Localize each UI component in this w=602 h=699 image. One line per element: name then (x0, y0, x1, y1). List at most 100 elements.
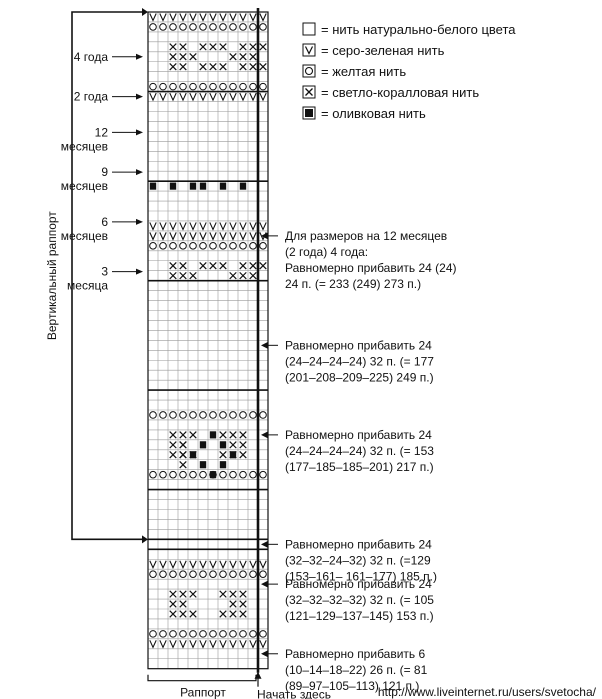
coral-stitch (179, 590, 187, 598)
coral-stitch (169, 600, 177, 608)
yellow-stitch (229, 23, 237, 31)
yellow-stitch (219, 23, 227, 31)
green-stitch (219, 640, 227, 649)
yellow-stitch (149, 570, 157, 578)
coral-stitch (189, 590, 197, 598)
note-line: 24 п. (= 233 (249) 273 п.) (285, 277, 421, 291)
yellow-stitch (199, 630, 207, 638)
green-stitch (159, 232, 167, 241)
yellow-stitch (179, 630, 187, 638)
legend: = нить натурально-белого цвета= серо-зел… (302, 22, 516, 121)
yellow-stitch (179, 82, 187, 91)
yellow-stitch (219, 82, 227, 91)
olive-stitch (219, 461, 227, 469)
coral-stitch (169, 431, 177, 439)
green-stitch (149, 232, 157, 241)
note-line: (201–208–209–225) 249 п.) (285, 370, 434, 384)
green-stitch (169, 640, 177, 649)
green-stitch (199, 222, 207, 231)
green-stitch (149, 13, 157, 22)
coral-stitch (219, 43, 227, 51)
yellow-stitch (239, 470, 247, 479)
coral-stitch (169, 271, 177, 280)
yellow-stitch (229, 82, 237, 91)
coral-stitch (189, 610, 197, 618)
coral-stitch (179, 262, 187, 270)
yellow-stitch (219, 470, 227, 479)
green-stitch (159, 560, 167, 570)
yellow-stitch (159, 242, 167, 250)
coral-stitch (219, 431, 227, 439)
yellow-stitch (239, 411, 247, 419)
coral-stitch (179, 461, 187, 469)
coral-stitch (229, 610, 237, 618)
green-stitch (179, 232, 187, 241)
note-line: Равномерно прибавить 24 (285, 428, 432, 442)
note-line: Равномерно прибавить 24 (24) (285, 261, 457, 275)
note-line: (177–185–185–201) 217 п.) (285, 460, 434, 474)
yellow-stitch (199, 23, 207, 31)
yellow-stitch (259, 242, 267, 250)
coral-stitch (229, 53, 237, 61)
olive-stitch (189, 182, 197, 190)
coral-stitch (239, 600, 247, 608)
brace-arrow-top (142, 8, 148, 16)
green-stitch (249, 640, 257, 649)
yellow-stitch (199, 470, 207, 479)
green-stitch (239, 13, 247, 22)
yellow-stitch (149, 82, 157, 91)
note-line: (32–32–32–32) 32 п. (= 105 (285, 593, 434, 607)
note-line: Равномерно прибавить 24 (285, 537, 432, 551)
coral-stitch (249, 53, 257, 61)
olive-stitch (229, 451, 237, 459)
yellow-stitch (179, 242, 187, 250)
vertical-repeat-brace (71, 8, 148, 544)
yellow-stitch (179, 470, 187, 479)
yellow-stitch (219, 242, 227, 250)
age-marker-line: 3 (101, 265, 108, 279)
coral-stitch (229, 271, 237, 280)
yellow-stitch (209, 82, 217, 91)
yellow-stitch (179, 23, 187, 31)
green-stitch (239, 560, 247, 570)
green-stitch (209, 560, 217, 570)
age-marker-arrowhead (136, 268, 143, 275)
yellow-stitch (189, 470, 197, 479)
coral-stitch (179, 431, 187, 439)
green-stitch (239, 232, 247, 241)
coral-stitch (239, 610, 247, 618)
age-marker-line: месяцев (61, 139, 108, 153)
yellow-stitch (259, 23, 267, 31)
coral-stitch (219, 610, 227, 618)
coral-stitch (219, 451, 227, 459)
green-stitch (219, 222, 227, 231)
note-line: Для размеров на 12 месяцев (285, 229, 447, 243)
coral-stitch (219, 590, 227, 598)
coral-stitch (169, 451, 177, 459)
yellow-stitch (149, 630, 157, 638)
green-stitch (149, 222, 157, 231)
coral-stitch (189, 271, 197, 280)
yellow-stitch (209, 242, 217, 250)
coral-stitch (209, 43, 217, 51)
yellow-stitch (209, 23, 217, 31)
yellow-stitch (259, 82, 267, 91)
coral-stitch (229, 600, 237, 608)
note-line: (32–32–24–32) 32 п. (=129 (285, 553, 431, 567)
green-stitch (159, 222, 167, 231)
coral-stitch (219, 262, 227, 270)
coral-stitch (179, 43, 187, 51)
note-line: (121–129–137–145) 153 п.) (285, 609, 434, 623)
chart-grid (147, 8, 269, 673)
green-stitch (259, 640, 267, 649)
coral-stitch (179, 271, 187, 280)
green-stitch (169, 560, 177, 570)
green-stitch (149, 560, 157, 570)
green-stitch (229, 13, 237, 22)
green-stitch (189, 92, 197, 102)
note-line: Равномерно прибавить 6 (285, 647, 425, 661)
yellow-stitch (199, 411, 207, 419)
yellow-stitch (189, 242, 197, 250)
legend-olive-symbol (305, 109, 313, 117)
repeat-bracket (147, 674, 257, 682)
